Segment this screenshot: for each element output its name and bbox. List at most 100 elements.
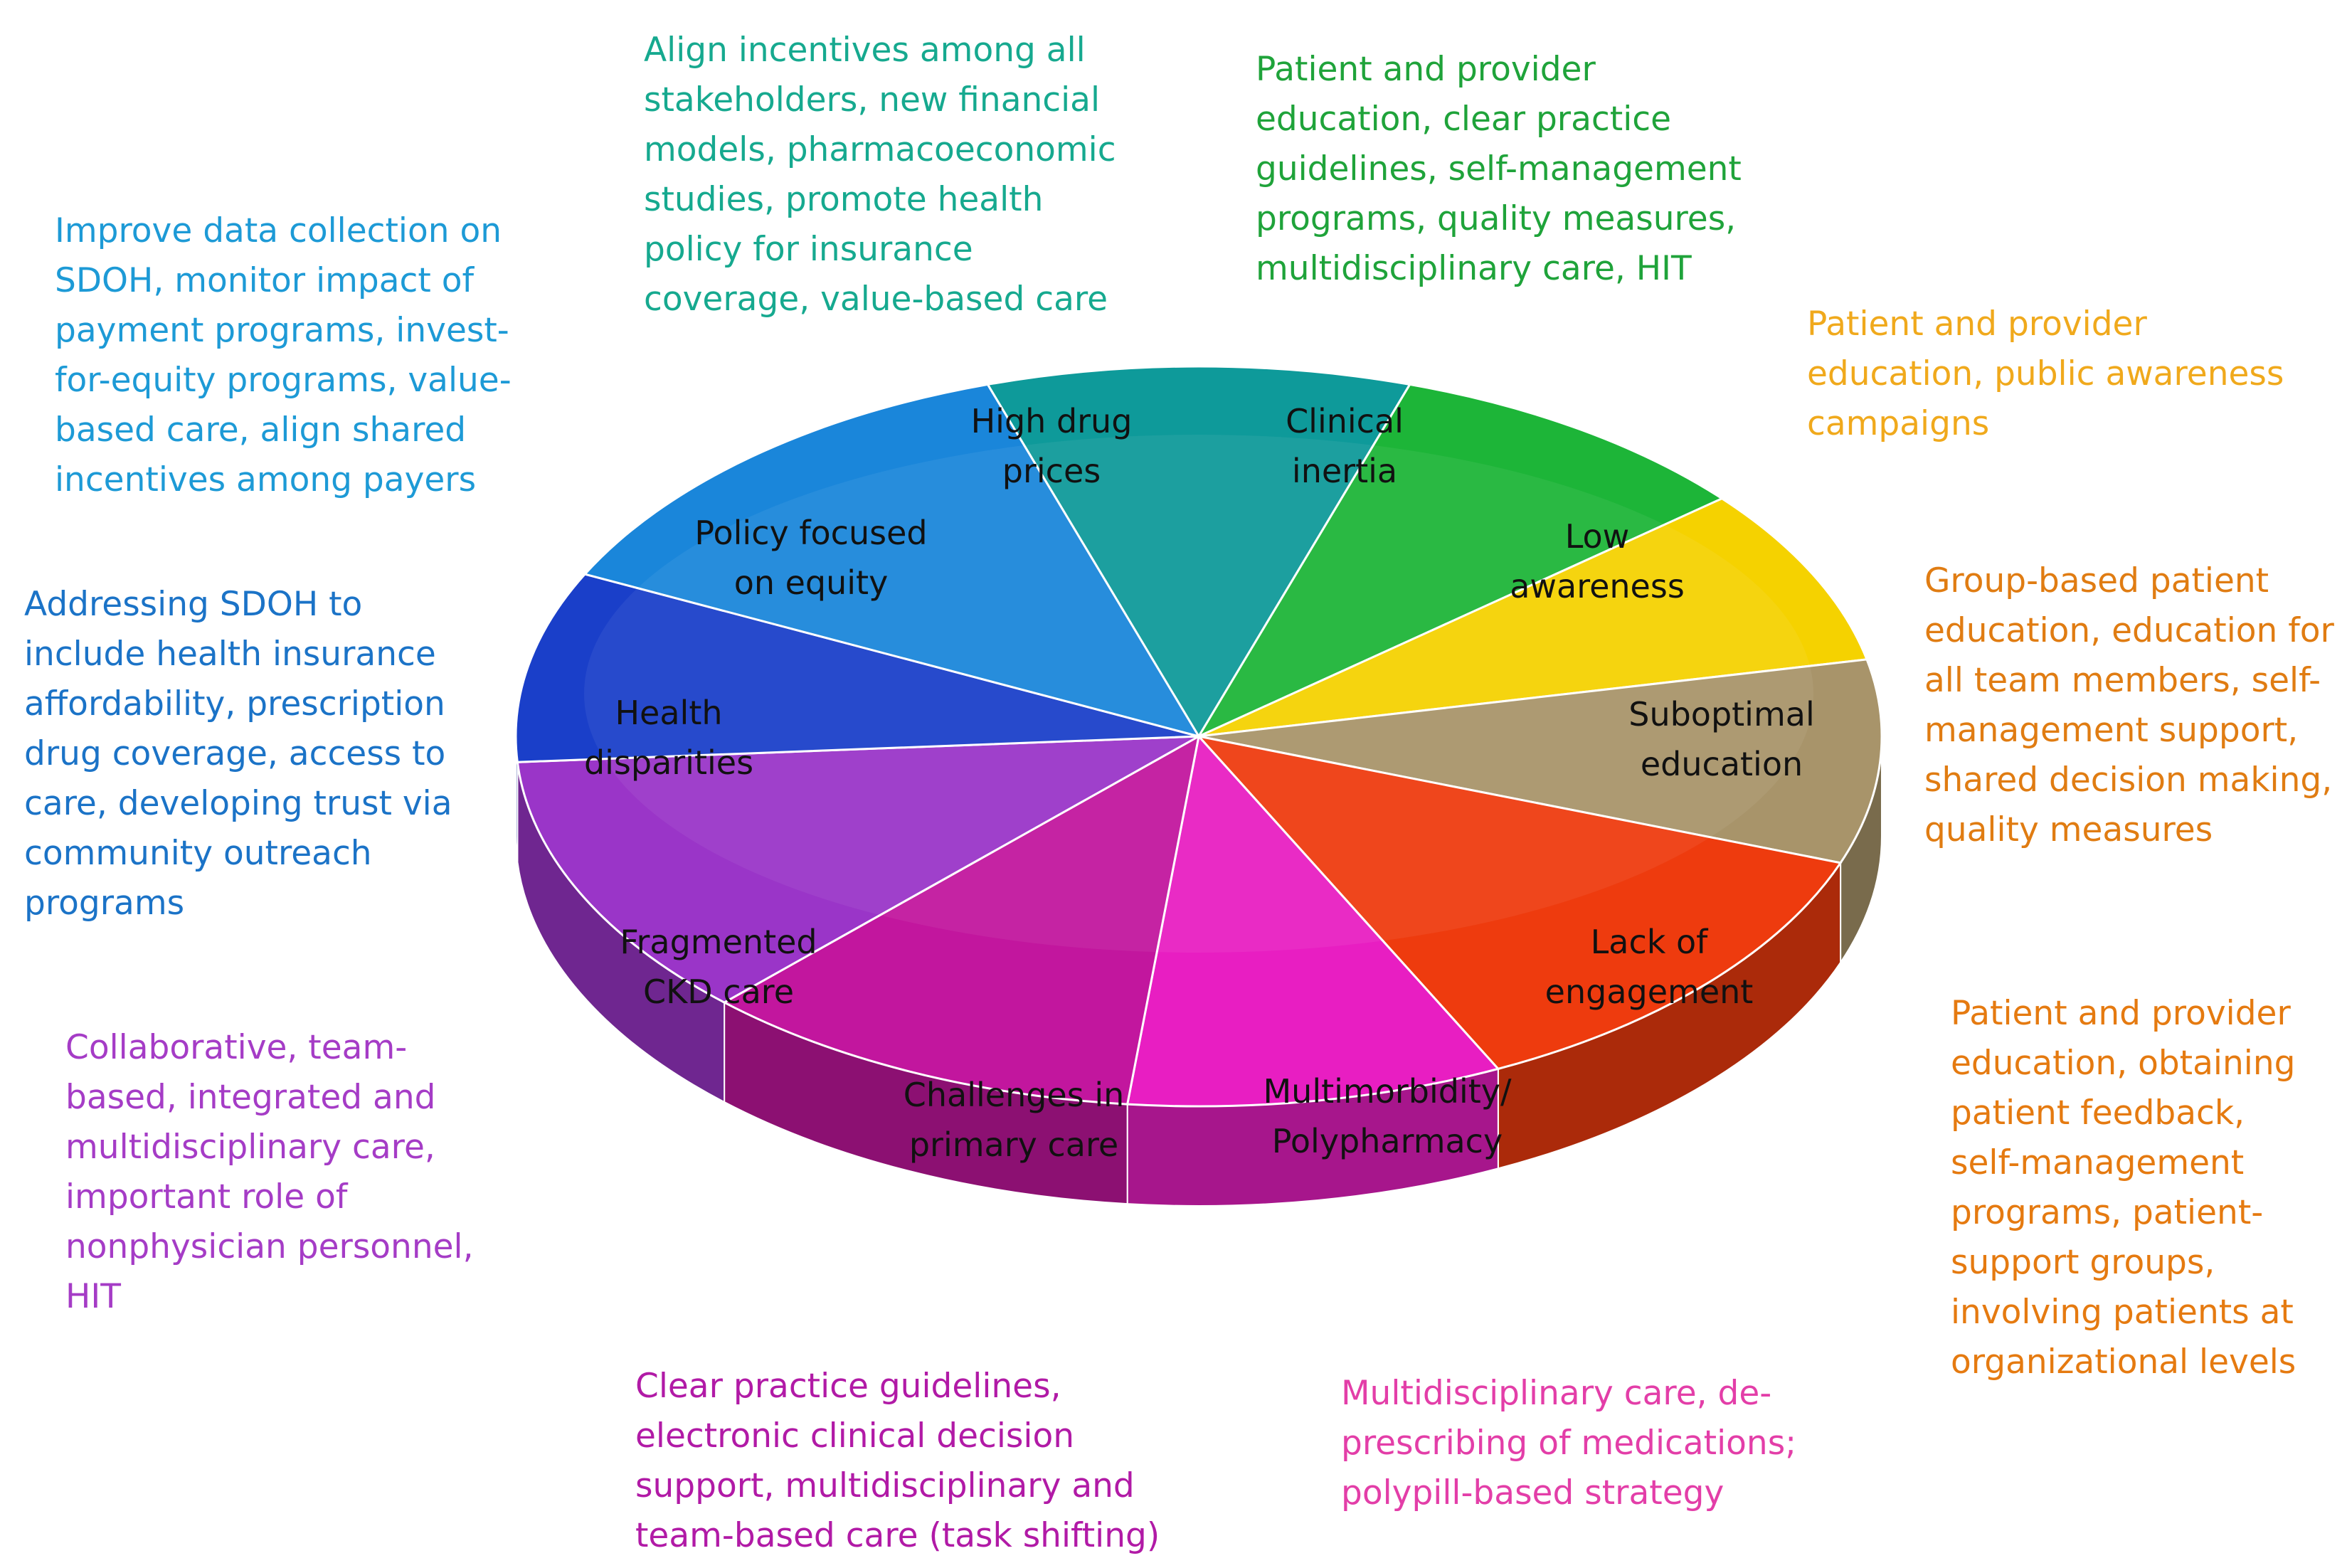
wedge-challenges-in-primary-care	[721, 734, 1201, 1106]
wedge-low-awareness	[1198, 497, 1869, 738]
label-line: Lack of	[1591, 923, 1710, 961]
annotation-line: nonphysician personnel,	[65, 1227, 474, 1266]
wedge-health-disparities	[514, 573, 1199, 763]
label-line: Multimorbidity/	[1263, 1072, 1512, 1111]
annotation-line: multidisciplinary care,	[65, 1128, 435, 1167]
label-line: Policy focused	[694, 514, 927, 552]
annotation-line: care, developing trust via	[24, 784, 452, 823]
annotation-line: campaigns	[1807, 404, 1990, 443]
annotation-line: affordability, prescription	[24, 684, 445, 724]
annotation-lack-of-engagement: Patient and provider education, obtaining…	[1951, 989, 2296, 1387]
annotation-line: programs, patient-	[1951, 1193, 2264, 1232]
annotation-line: coverage, value-based care	[644, 280, 1108, 319]
annotation-line: Improve data collection on	[55, 211, 502, 250]
annotation-fragmented-ckd-care: Collaborative, team-based, integrated an…	[65, 1023, 474, 1322]
label-line: awareness	[1510, 567, 1685, 605]
annotation-suboptimal-education: Group-based patient education, education …	[1924, 556, 2334, 855]
annotation-high-drug-prices: Align incentives among all stakeholders, …	[644, 26, 1116, 324]
annotation-line: prescribing of medications;	[1341, 1424, 1797, 1463]
annotation-line: electronic clinical decision	[635, 1416, 1075, 1456]
annotation-line: management support,	[1924, 711, 2299, 750]
annotation-line: HIT	[65, 1277, 121, 1316]
label-line: prices	[1002, 452, 1101, 490]
annotation-line: support groups,	[1951, 1243, 2215, 1282]
label-line: Fragmented	[620, 923, 817, 961]
annotation-line: all team members, self-	[1924, 661, 2321, 700]
annotation-line: education, public awareness	[1807, 354, 2284, 393]
label-line: primary care	[909, 1125, 1118, 1164]
annotation-line: include health insurance	[24, 635, 436, 674]
label-lack-of-engagement: Lack of engagement	[1545, 923, 1754, 1011]
annotation-line: multidisciplinary care, HIT	[1256, 249, 1692, 288]
annotation-line: Patient and provider	[1256, 50, 1596, 89]
annotation-line: Align incentives among all	[644, 31, 1086, 70]
label-line: Health	[615, 694, 722, 732]
annotation-line: involving patients at	[1951, 1293, 2294, 1332]
annotation-line: Collaborative, team-	[65, 1028, 408, 1067]
label-challenges-in-primary-care: Challenges in primary care	[904, 1076, 1125, 1164]
label-multimorbidity-polypharmacy: Multimorbidity/Polypharmacy	[1263, 1072, 1512, 1160]
label-line: High drug	[971, 402, 1133, 440]
annotation-line: polypill-based strategy	[1341, 1473, 1725, 1513]
annotation-line: important role of	[65, 1177, 348, 1217]
label-line: Low	[1565, 517, 1630, 556]
label-line: disparities	[584, 743, 753, 782]
wedge-lack-of-engagement	[1195, 734, 1843, 1071]
annotation-clinical-inertia: Patient and provider education, clear pra…	[1256, 45, 1742, 294]
annotation-line: for-equity programs, value-	[55, 361, 512, 400]
annotation-challenges-in-primary-care: Clear practice guidelines, electronic cli…	[635, 1362, 1160, 1561]
annotation-line: education, clear practice	[1256, 100, 1672, 139]
annotation-line: models, pharmacoeconomic	[644, 130, 1116, 169]
annotation-line: payment programs, invest-	[55, 311, 509, 350]
annotation-line: programs	[24, 884, 185, 923]
annotation-line: Multidisciplinary care, de-	[1341, 1374, 1772, 1413]
label-line: CKD care	[643, 973, 794, 1011]
annotation-multimorbidity-polypharmacy: Multidisciplinary care, de-prescribing o…	[1341, 1369, 1796, 1518]
wedge-clinical-inertia	[1196, 383, 1725, 739]
annotation-line: Clear practice guidelines,	[635, 1367, 1061, 1406]
annotation-line: based, integrated and	[65, 1078, 436, 1117]
annotation-line: Patient and provider	[1951, 994, 2291, 1033]
annotation-line: guidelines, self-management	[1256, 149, 1742, 189]
annotation-line: organizational levels	[1951, 1342, 2296, 1382]
annotation-line: education, obtaining	[1951, 1044, 2296, 1083]
label-policy-focused-on-equity: Policy focused on equity	[694, 514, 927, 602]
annotation-health-disparities: Addressing SDOH to include health insuran…	[24, 580, 452, 928]
annotation-line: Group-based patient	[1924, 561, 2269, 600]
wheel-side-wall	[515, 736, 1882, 1207]
wedge-suboptimal-education	[1198, 658, 1883, 864]
annotation-line: drug coverage, access to	[24, 734, 446, 773]
label-line: Suboptimal	[1628, 695, 1815, 733]
annotation-line: incentives among payers	[55, 460, 477, 499]
annotation-line: self-management	[1951, 1143, 2245, 1182]
annotation-line: patient feedback,	[1951, 1093, 2245, 1133]
label-line: on equity	[734, 563, 889, 602]
annotation-line: shared decision making,	[1924, 761, 2333, 800]
annotation-line: programs, quality measures,	[1256, 199, 1737, 238]
annotation-line: SDOH, monitor impact of	[55, 261, 475, 300]
wheel-top-surface	[514, 365, 1883, 1108]
annotation-line: Addressing SDOH to	[24, 585, 363, 624]
annotation-line: education, education for	[1924, 611, 2334, 650]
annotation-line: studies, promote health	[644, 180, 1044, 219]
label-suboptimal-education: Suboptimal education	[1628, 695, 1815, 783]
annotation-line: based care, align shared	[55, 410, 467, 450]
annotation-line: team-based care (task shifting)	[635, 1516, 1160, 1555]
annotation-line: stakeholders, new financial	[644, 80, 1101, 120]
annotation-line: community outreach	[24, 834, 372, 873]
annotation-line: support, multidisciplinary and	[635, 1466, 1135, 1505]
label-line: education	[1641, 745, 1803, 783]
label-low-awareness: Low awareness	[1510, 517, 1685, 605]
label-line: inertia	[1292, 452, 1397, 490]
wedge-multimorbidity-polypharmacy	[1125, 733, 1500, 1108]
annotation-policy-focused-on-equity: Improve data collection on SDOH, monitor …	[55, 206, 512, 505]
annotation-low-awareness: Patient and provider education, public aw…	[1807, 300, 2284, 449]
label-line: engagement	[1545, 973, 1754, 1011]
label-line: Challenges in	[904, 1076, 1125, 1114]
annotation-line: Patient and provider	[1807, 304, 2147, 344]
label-line: Polypharmacy	[1272, 1122, 1503, 1160]
